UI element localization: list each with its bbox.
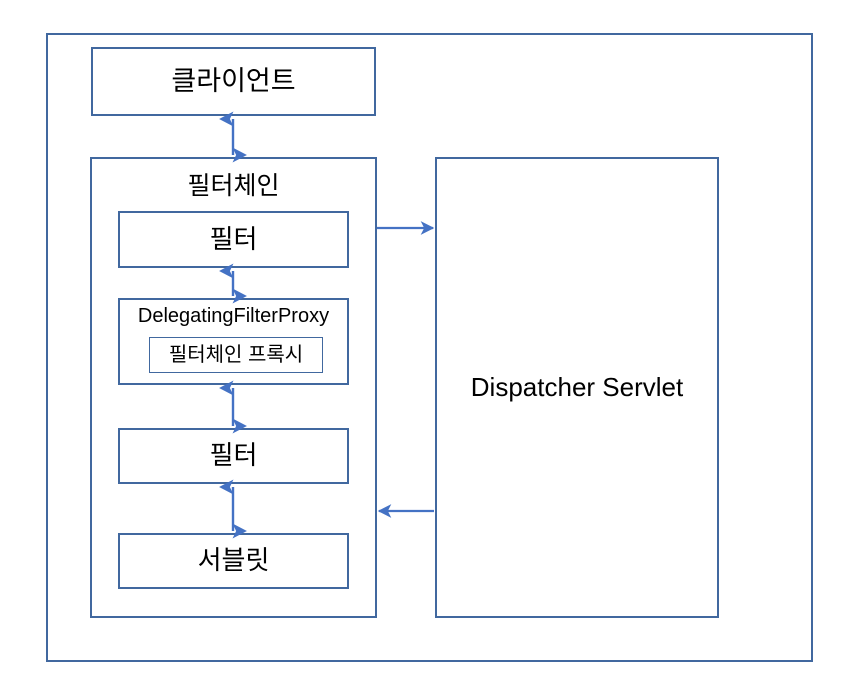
filterchain-label: 필터체인 bbox=[187, 172, 280, 200]
client-label: 클라이언트 bbox=[171, 66, 296, 97]
filter-upper-label: 필터 bbox=[209, 223, 258, 254]
delegating-filter-proxy-node: DelegatingFilterProxy 필터체인 프록시 bbox=[118, 298, 349, 385]
dispatcher-servlet-node: Dispatcher Servlet bbox=[435, 157, 719, 618]
dispatcher-servlet-label: Dispatcher Servlet bbox=[470, 371, 684, 402]
client-node: 클라이언트 bbox=[91, 47, 376, 116]
filterchain-proxy-node: 필터체인 프록시 bbox=[149, 337, 323, 373]
filter-upper-node: 필터 bbox=[118, 211, 349, 268]
filter-lower-node: 필터 bbox=[118, 428, 349, 484]
delegating-filter-proxy-label: DelegatingFilterProxy bbox=[137, 305, 330, 327]
filter-lower-label: 필터 bbox=[209, 440, 258, 471]
servlet-label: 서블릿 bbox=[197, 545, 270, 576]
filterchain-proxy-label: 필터체인 프록시 bbox=[168, 343, 304, 366]
servlet-node: 서블릿 bbox=[118, 533, 349, 589]
